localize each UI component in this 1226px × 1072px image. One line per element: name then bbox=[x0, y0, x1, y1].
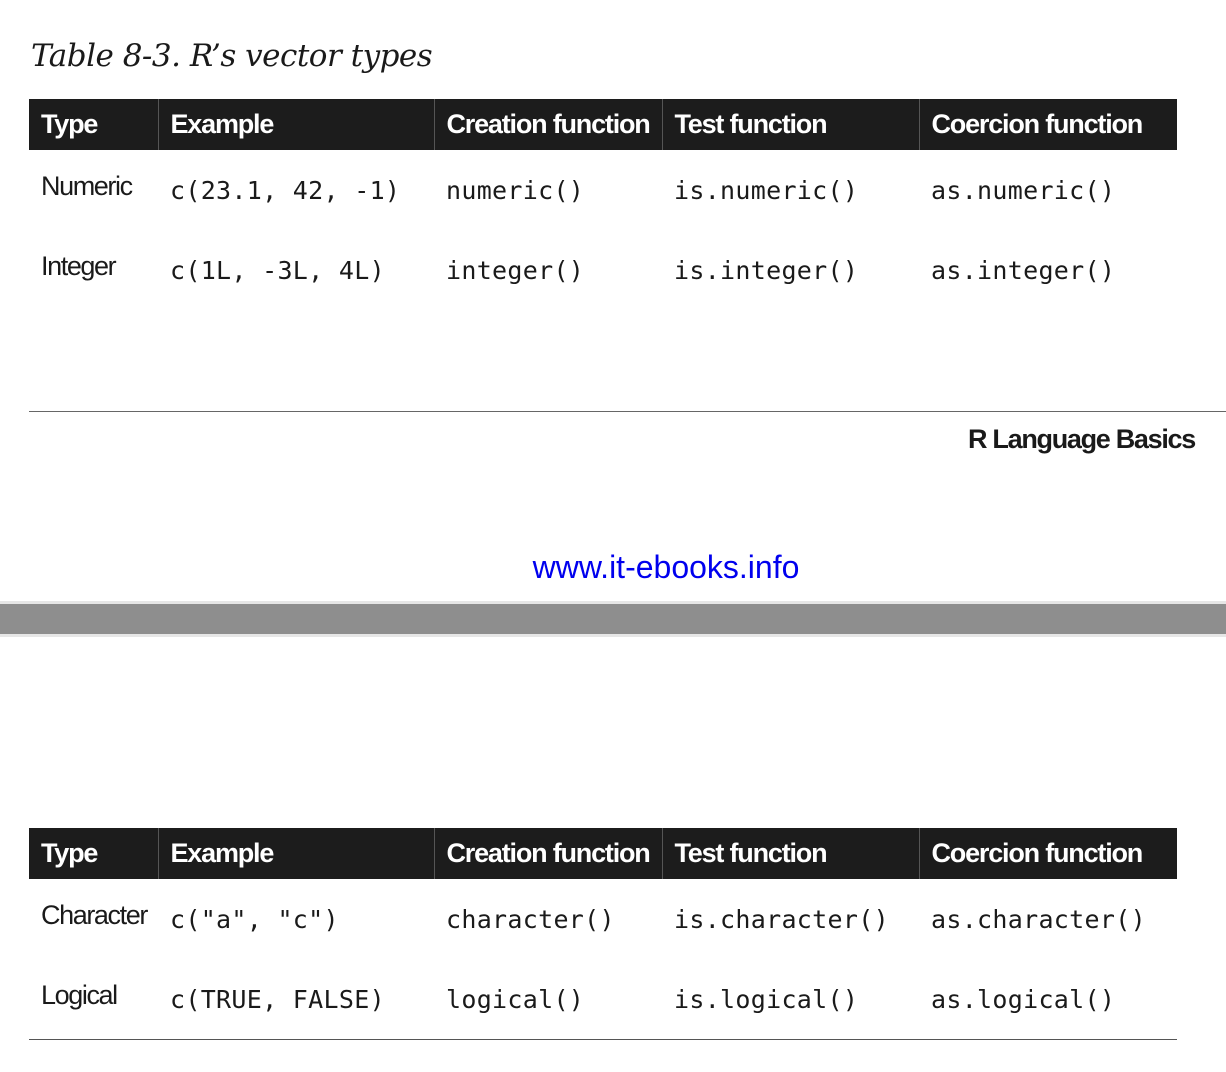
header-example: Example bbox=[157, 99, 434, 150]
header-creation-function: Creation function bbox=[433, 828, 662, 879]
cell-creation: numeric() bbox=[446, 175, 585, 205]
vector-types-table-bottom: Type Example Creation function Test func… bbox=[29, 828, 1177, 1040]
header-creation-function: Creation function bbox=[433, 99, 662, 150]
cell-coercion: as.character() bbox=[931, 904, 1146, 934]
table-header-row: Type Example Creation function Test func… bbox=[29, 99, 1177, 150]
table-caption: Table 8-3. R’s vector types bbox=[31, 38, 433, 74]
cell-test: is.logical() bbox=[674, 984, 859, 1014]
header-test-function: Test function bbox=[661, 99, 919, 150]
cell-coercion: as.numeric() bbox=[931, 175, 1116, 205]
cell-type: Integer bbox=[41, 250, 117, 281]
table-row: Integer c(1L, -3L, 4L) integer() is.inte… bbox=[29, 230, 1177, 310]
vector-types-table-top: Type Example Creation function Test func… bbox=[29, 99, 1177, 310]
header-type: Type bbox=[29, 828, 158, 879]
cell-creation: integer() bbox=[446, 255, 585, 285]
cell-coercion: as.integer() bbox=[931, 255, 1116, 285]
table-row: Logical c(TRUE, FALSE) logical() is.logi… bbox=[29, 959, 1177, 1040]
cell-type: Logical bbox=[41, 979, 118, 1010]
cell-test: is.character() bbox=[674, 904, 889, 934]
cell-creation: logical() bbox=[446, 984, 585, 1014]
header-coercion-function: Coercion function bbox=[918, 99, 1177, 150]
header-test-function: Test function bbox=[661, 828, 919, 879]
table-header-row: Type Example Creation function Test func… bbox=[29, 828, 1177, 879]
table-row: Character c("a", "c") character() is.cha… bbox=[29, 879, 1177, 959]
cell-type: Character bbox=[41, 899, 148, 930]
cell-test: is.numeric() bbox=[674, 175, 859, 205]
header-type: Type bbox=[29, 99, 158, 150]
cell-example: c(23.1, 42, -1) bbox=[170, 175, 401, 205]
footer-rule bbox=[29, 411, 1226, 412]
cell-type: Numeric bbox=[41, 170, 133, 201]
header-example: Example bbox=[157, 828, 434, 879]
cell-example: c("a", "c") bbox=[170, 904, 339, 934]
table-row: Numeric c(23.1, 42, -1) numeric() is.num… bbox=[29, 150, 1177, 230]
cell-example: c(1L, -3L, 4L) bbox=[170, 255, 385, 285]
header-coercion-function: Coercion function bbox=[918, 828, 1177, 879]
page-separator bbox=[0, 601, 1226, 637]
cell-test: is.integer() bbox=[674, 255, 859, 285]
running-head: R Language Basics bbox=[968, 424, 1196, 454]
cell-example: c(TRUE, FALSE) bbox=[170, 984, 385, 1014]
cell-creation: character() bbox=[446, 904, 615, 934]
cell-coercion: as.logical() bbox=[931, 984, 1116, 1014]
watermark-link[interactable]: www.it-ebooks.info bbox=[532, 549, 800, 585]
